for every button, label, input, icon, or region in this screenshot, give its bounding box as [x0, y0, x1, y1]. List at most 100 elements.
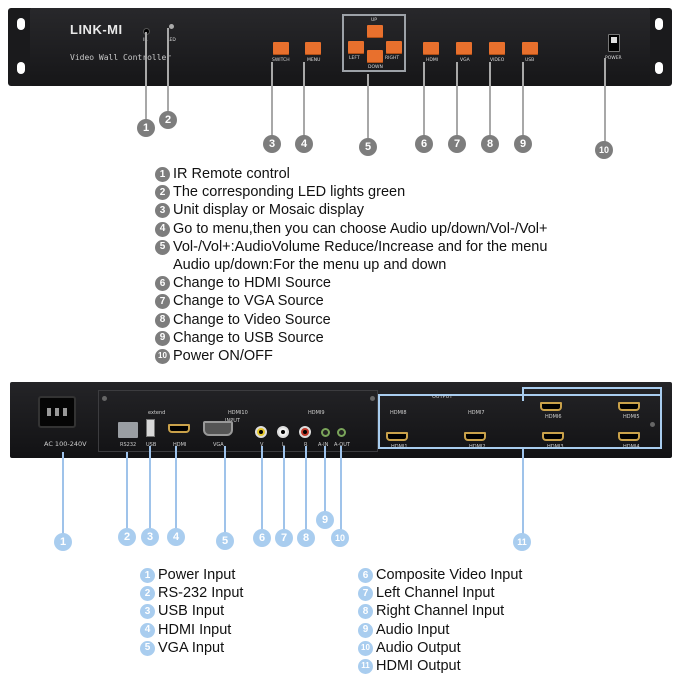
power-switch[interactable] — [608, 34, 620, 52]
leader-line — [283, 446, 285, 532]
leader-line — [324, 446, 326, 512]
switch-label: SWITCH — [272, 58, 290, 63]
down-label: DOWN — [368, 65, 383, 70]
vga-port-label: VGA — [213, 442, 224, 448]
legend-text: Change to USB Source — [173, 329, 324, 346]
leader-line — [145, 32, 147, 120]
legend-number: 7 — [358, 586, 373, 602]
video-button[interactable] — [489, 42, 505, 55]
rear-marker: 11 — [513, 533, 531, 551]
ain-label: A-IN — [318, 442, 329, 448]
legend-text: Change to HDMI Source — [173, 275, 331, 292]
leader-line — [167, 28, 169, 112]
hdmi-port-label: HDMI — [173, 442, 187, 448]
switch-button[interactable] — [273, 42, 289, 55]
usb-port-label: USB — [146, 442, 157, 448]
inlet-pin — [47, 408, 51, 416]
l-label: L — [282, 442, 285, 448]
video-label: VIDEO — [490, 58, 505, 63]
rack-hole — [17, 62, 25, 74]
right-button[interactable] — [386, 41, 402, 54]
legend-text: Right Channel Input — [376, 603, 505, 620]
legend-number: 1 — [140, 568, 155, 583]
audio-in-jack — [321, 428, 330, 437]
vga-button[interactable] — [456, 42, 472, 55]
front-marker: 3 — [263, 135, 281, 153]
hdmi8-label: HDMI8 — [390, 410, 407, 416]
legend-text: Left Channel Input — [376, 585, 495, 602]
legend-number: 6 — [358, 568, 373, 583]
leader-line — [271, 62, 273, 136]
legend-text: Power Input — [158, 567, 236, 583]
rear-marker: 10 — [331, 529, 349, 547]
rs232-label: RS232 — [120, 442, 137, 448]
aout-label: A-OUT — [334, 442, 350, 448]
front-panel: LINK-MI Video Wall Controller IR LED SWI… — [8, 8, 672, 86]
rack-hole — [655, 62, 663, 74]
legend-text: HDMI Input — [158, 621, 232, 638]
legend-text: Audio up/down:For the menu up and down — [173, 256, 447, 273]
legend-number: 3 — [140, 604, 155, 620]
leader-line — [423, 62, 425, 136]
leader-line — [522, 449, 524, 535]
menu-button[interactable] — [305, 42, 321, 55]
right-rca-jack — [299, 426, 311, 438]
hdmi-button[interactable] — [423, 42, 439, 55]
usb-button[interactable] — [522, 42, 538, 55]
usb-label: USB — [525, 58, 535, 63]
screw — [102, 396, 107, 401]
legend-number: 5 — [140, 640, 155, 656]
front-marker: 9 — [514, 135, 532, 153]
leader-line — [456, 62, 458, 136]
rear-marker: 4 — [167, 528, 185, 546]
up-button[interactable] — [367, 25, 383, 38]
brand-logo: LINK-MI — [70, 22, 123, 37]
power-label: POWER — [605, 56, 622, 61]
leader-line — [303, 62, 305, 136]
rear-marker: 5 — [216, 532, 234, 550]
leader-line — [149, 446, 151, 532]
legend-text: Unit display or Mosaic display — [173, 202, 364, 219]
hdmi6-label: HDMI6 — [545, 414, 562, 420]
down-button[interactable] — [367, 50, 383, 63]
hdmi5-label: HDMI5 — [623, 414, 640, 420]
hdmi-output-port — [464, 432, 486, 441]
legend-text: IR Remote control — [173, 166, 290, 182]
legend-number: 11 — [358, 658, 373, 674]
leader-line — [489, 62, 491, 136]
output-label: OUTPUT — [432, 394, 453, 400]
hdmi-output-port — [386, 432, 408, 441]
legend-text: USB Input — [158, 603, 225, 620]
legend-text: VGA Input — [158, 639, 225, 656]
left-button[interactable] — [348, 41, 364, 54]
legend-text: Audio Output — [376, 639, 461, 656]
hdmi9-label: HDMI9 — [308, 410, 325, 416]
legend-number: 9 — [155, 330, 170, 346]
left-rca-jack — [277, 426, 289, 438]
hdmi7-label: HDMI7 — [468, 410, 485, 416]
rear-marker: 1 — [54, 533, 72, 551]
rear-marker: 3 — [141, 528, 159, 546]
leader-line — [367, 74, 369, 138]
legend-number: 1 — [155, 167, 170, 182]
r-label: R — [304, 442, 308, 448]
vga-port — [203, 421, 233, 436]
led-indicator — [169, 24, 174, 29]
legend-text: Go to menu,then you can choose Audio up/… — [173, 220, 548, 237]
legend-text: Vol-/Vol+:AudioVolume Reduce/Increase an… — [173, 238, 548, 255]
legend-number: 10 — [358, 640, 373, 656]
hdmi-output-highlight — [378, 394, 662, 449]
